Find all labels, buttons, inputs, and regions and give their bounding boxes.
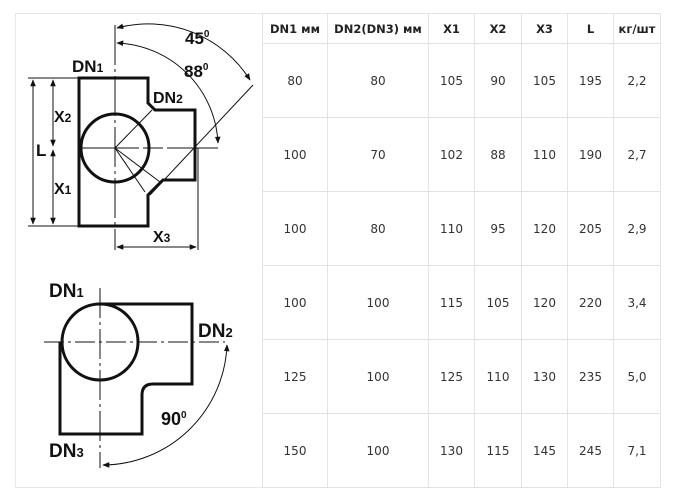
table-cell: 130 [428,413,475,488]
table-cell: 80 [327,43,429,118]
table-cell: 130 [521,339,568,414]
tee-labels: DN1 DN2 X2 L X1 X3 450 880 [36,29,210,246]
table-cell: 110 [428,191,475,266]
table-cell: 100 [327,339,429,414]
table-cell: 80 [262,43,328,118]
table-cell: 88 [474,117,522,192]
table-cell: 245 [567,413,614,488]
svg-text:900: 900 [161,409,187,429]
svg-text:X1: X1 [54,181,72,198]
table-cell: 90 [474,43,522,118]
table-cell: 110 [521,117,568,192]
table-cell: 2,2 [613,43,661,118]
table-cell: 7,1 [613,413,661,488]
table-cell: 125 [262,339,328,414]
table-cell: 115 [428,265,475,340]
column-header: X3 [521,13,568,44]
svg-text:880: 880 [184,62,209,81]
svg-text:DN1: DN1 [49,281,84,302]
table-cell: 100 [327,265,429,340]
table-cell: 80 [327,191,429,266]
table-cell: 220 [567,265,614,340]
table-cell: 100 [262,117,328,192]
table-cell: 115 [474,413,522,488]
column-header: L [567,13,614,44]
column-header: X2 [474,13,522,44]
svg-text:DN2: DN2 [153,90,183,107]
table-cell: 3,4 [613,265,661,340]
table-cell: 105 [474,265,522,340]
table-cell: 102 [428,117,475,192]
table-cell: 110 [474,339,522,414]
table-cell: 120 [521,191,568,266]
table-cell: 70 [327,117,429,192]
table-cell: 105 [428,43,475,118]
table-cell: 195 [567,43,614,118]
svg-text:DN3: DN3 [49,441,84,462]
svg-text:DN2: DN2 [198,321,233,342]
table-cell: 105 [521,43,568,118]
column-header: DN2(DN3) мм [327,13,429,44]
svg-text:L: L [36,141,46,160]
svg-text:DN1: DN1 [72,57,104,76]
elbow-labels: DN1 DN2 DN3 900 [49,281,233,462]
technical-drawings: DN1 DN2 X2 L X1 X3 450 880 DN1 DN2 DN3 9… [28,23,254,468]
table-cell: 100 [262,191,328,266]
table-cell: 120 [521,265,568,340]
column-header: X1 [428,13,475,44]
table-cell: 5,0 [613,339,661,414]
drawing-column [15,13,263,488]
table-cell: 100 [262,265,328,340]
table-cell: 150 [262,413,328,488]
elbow-drawing [44,288,230,468]
table-cell: 205 [567,191,614,266]
svg-text:X2: X2 [54,109,72,126]
svg-text:X3: X3 [153,229,171,246]
table-cell: 190 [567,117,614,192]
table-cell: 145 [521,413,568,488]
table-cell: 125 [428,339,475,414]
table-cell: 235 [567,339,614,414]
column-header: DN1 мм [262,13,328,44]
tee-drawing [28,23,254,250]
table-cell: 2,9 [613,191,661,266]
table-cell: 2,7 [613,117,661,192]
column-header: кг/шт [613,13,661,44]
table-cell: 95 [474,191,522,266]
svg-text:450: 450 [185,29,210,48]
table-cell: 100 [327,413,429,488]
